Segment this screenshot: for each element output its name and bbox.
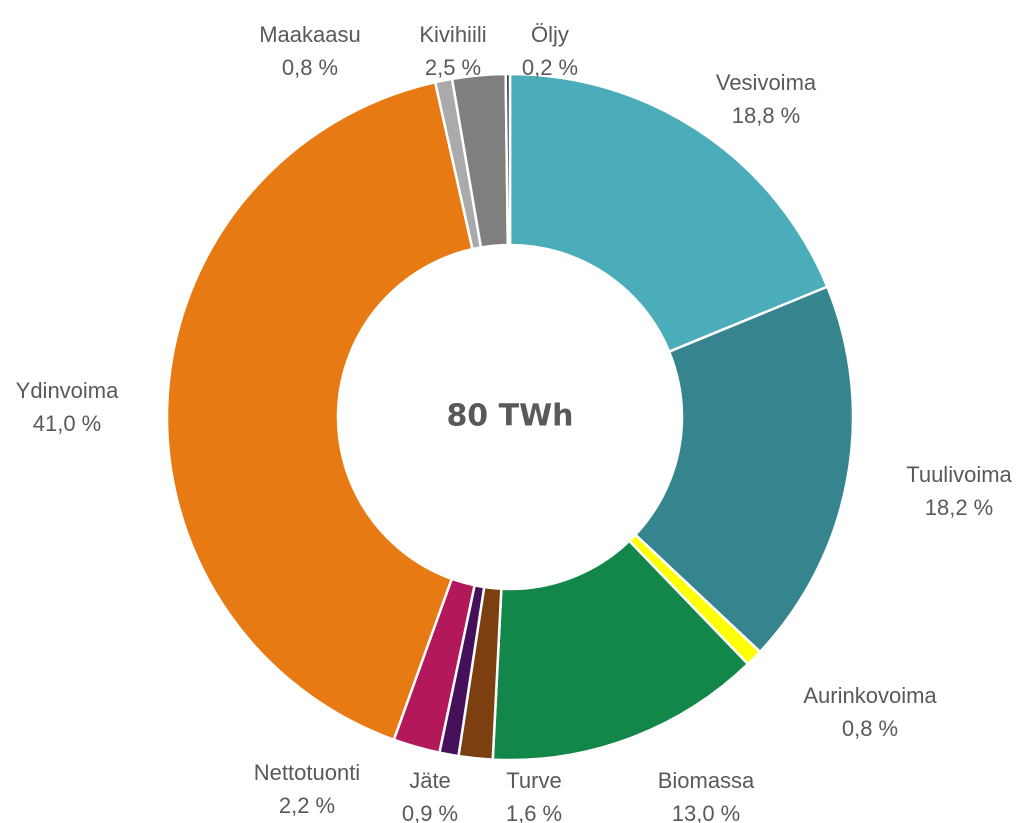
slice-name-label: Ydinvoima	[16, 378, 119, 403]
slice-value-label: 0,8 %	[842, 716, 898, 741]
slice-value-label: 0,2 %	[522, 55, 578, 80]
slice-name-label: Tuulivoima	[906, 462, 1012, 487]
slice-name-label: Nettotuonti	[254, 760, 360, 785]
slice-value-label: 41,0 %	[33, 411, 102, 436]
slice-name-label: Jäte	[409, 768, 451, 793]
slice-value-label: 18,8 %	[732, 103, 801, 128]
slice-vesivoima	[508, 72, 829, 354]
labels-group: Vesivoima 18,8 % Tuulivoima 18,2 % Aurinkovo…	[16, 22, 1013, 823]
slice-value-label: 13,0 %	[672, 801, 741, 823]
slice-value-label: 0,8 %	[282, 55, 338, 80]
slice-name-label: Kivihiili	[419, 22, 486, 47]
slice-tuulivoima	[633, 285, 855, 654]
slice-name-label: Maakaasu	[259, 22, 361, 47]
slice-ydinvoima	[165, 80, 474, 742]
slice-name-label: Biomassa	[658, 768, 755, 793]
slice-name-label: Aurinkovoima	[803, 683, 937, 708]
slice-name-label: Öljy	[531, 22, 569, 47]
slice-value-label: 18,2 %	[925, 495, 994, 520]
slice-value-label: 2,5 %	[425, 55, 481, 80]
slice-value-label: 2,2 %	[279, 793, 335, 818]
slice-name-label: Turve	[506, 768, 561, 793]
slice-biomassa	[491, 539, 750, 762]
center-total-label: 80 TWh	[446, 399, 573, 434]
slice-value-label: 0,9 %	[402, 801, 458, 823]
slice-name-label: Vesivoima	[716, 70, 817, 95]
slice-value-label: 1,6 %	[506, 801, 562, 823]
slices-group	[165, 72, 855, 762]
slice-öljy	[504, 72, 512, 247]
